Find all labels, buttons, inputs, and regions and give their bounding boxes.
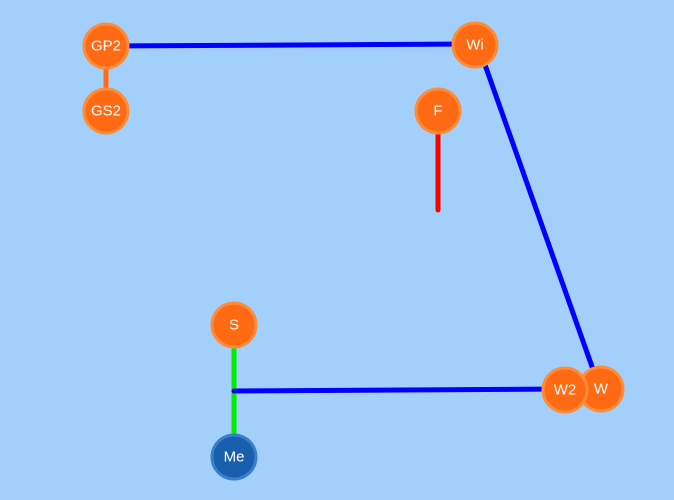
node-f[interactable]: F [414,87,462,135]
node-label: GS2 [91,103,121,120]
edge-gp2-wi [103,41,478,49]
node-circle [82,22,130,70]
node-gs2[interactable]: GS2 [82,87,130,135]
node-label: Wi [466,37,484,54]
node-gp2[interactable]: GP2 [82,22,130,70]
node-label: Me [224,449,245,466]
node-label: W [594,381,609,398]
node-circle [210,433,258,481]
node-circle [414,87,462,135]
node-circle [82,87,130,135]
node-wi[interactable]: Wi [451,21,499,69]
node-me[interactable]: Me [210,433,258,481]
nodes: GP2 GS2 Wi F S Me W W2 [82,21,625,481]
node-label: F [433,103,442,120]
edges [103,41,598,460]
node-w2[interactable]: W2 [541,366,589,414]
node-s[interactable]: S [210,301,258,349]
node-label: S [229,317,239,334]
node-circle [451,21,499,69]
edge-wi-w [472,41,598,378]
node-label: W2 [554,382,577,399]
node-circle [541,366,589,414]
edge-junction-w2 [231,386,568,394]
node-circle [210,301,258,349]
node-label: GP2 [91,38,121,55]
